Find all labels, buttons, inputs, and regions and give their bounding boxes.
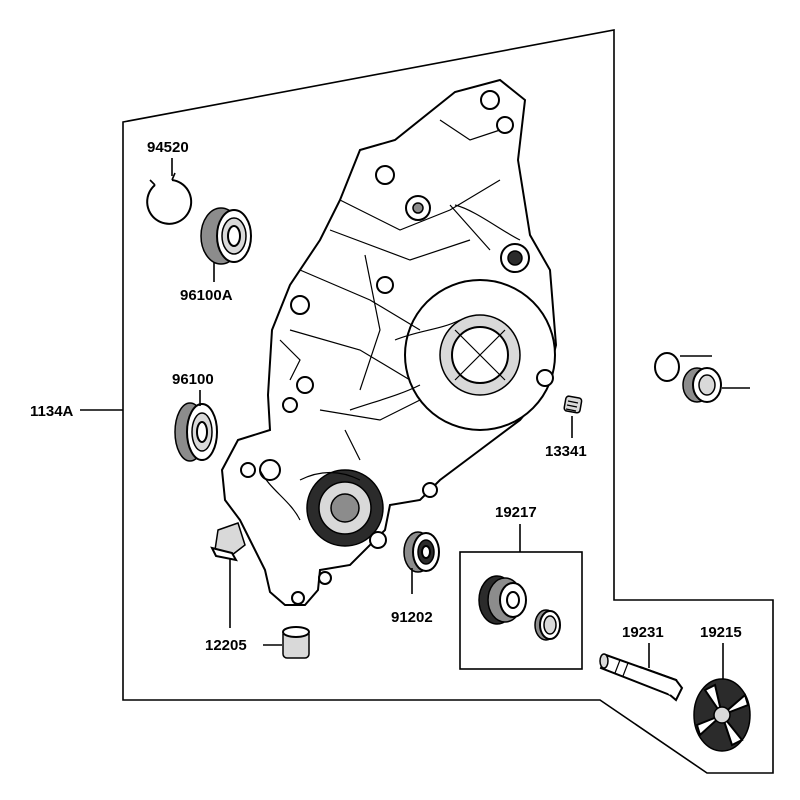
oil-seal-91202 xyxy=(403,531,440,573)
impeller-19215 xyxy=(693,678,751,752)
impeller-shaft-19231 xyxy=(599,653,684,702)
seal-ring xyxy=(534,609,561,641)
part-label-19217: 19217 xyxy=(495,504,537,521)
cap-12205-lower xyxy=(282,626,310,659)
bearing-96100A xyxy=(200,207,252,265)
part-label-19215: 19215 xyxy=(700,624,742,641)
circlip-94520 xyxy=(146,172,193,225)
seal-kit-box xyxy=(459,551,583,670)
bearing-96100 xyxy=(174,402,218,462)
dowel-pin-13341 xyxy=(563,395,583,414)
part-label-91202: 91202 xyxy=(391,609,433,626)
part-label-13341: 13341 xyxy=(545,443,587,460)
mechanical-seal xyxy=(478,575,527,625)
assembly-boundary xyxy=(122,29,774,774)
crankcase-cover xyxy=(220,78,558,606)
part-label-96100A: 96100A xyxy=(180,287,233,304)
plug-cap xyxy=(682,367,722,403)
part-label-12205: 12205 xyxy=(205,637,247,654)
cap-12205-upper xyxy=(210,522,246,562)
o-ring xyxy=(654,352,680,382)
part-label-1134A: 1134A xyxy=(30,403,74,420)
part-label-19231: 19231 xyxy=(622,624,664,641)
part-label-96100: 96100 xyxy=(172,371,214,388)
part-label-94520: 94520 xyxy=(147,139,189,156)
